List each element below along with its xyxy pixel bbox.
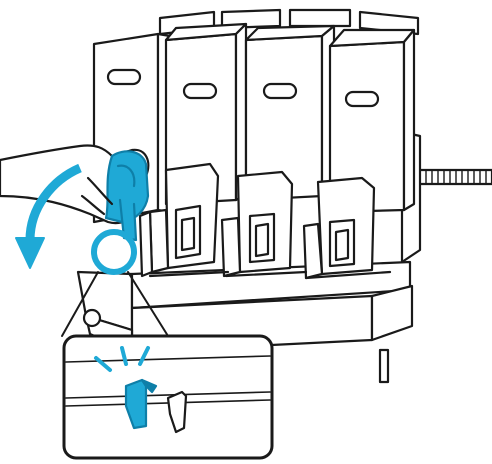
- hand-pressing-lever-icon: [0, 145, 148, 240]
- tank-handle-slot-icon: [184, 84, 216, 98]
- tank-handle-slot-icon: [264, 84, 296, 98]
- tank-handle-slot-icon: [346, 92, 378, 106]
- tank-handle-slot-icon: [108, 70, 140, 84]
- focus-circle-icon: [94, 232, 134, 272]
